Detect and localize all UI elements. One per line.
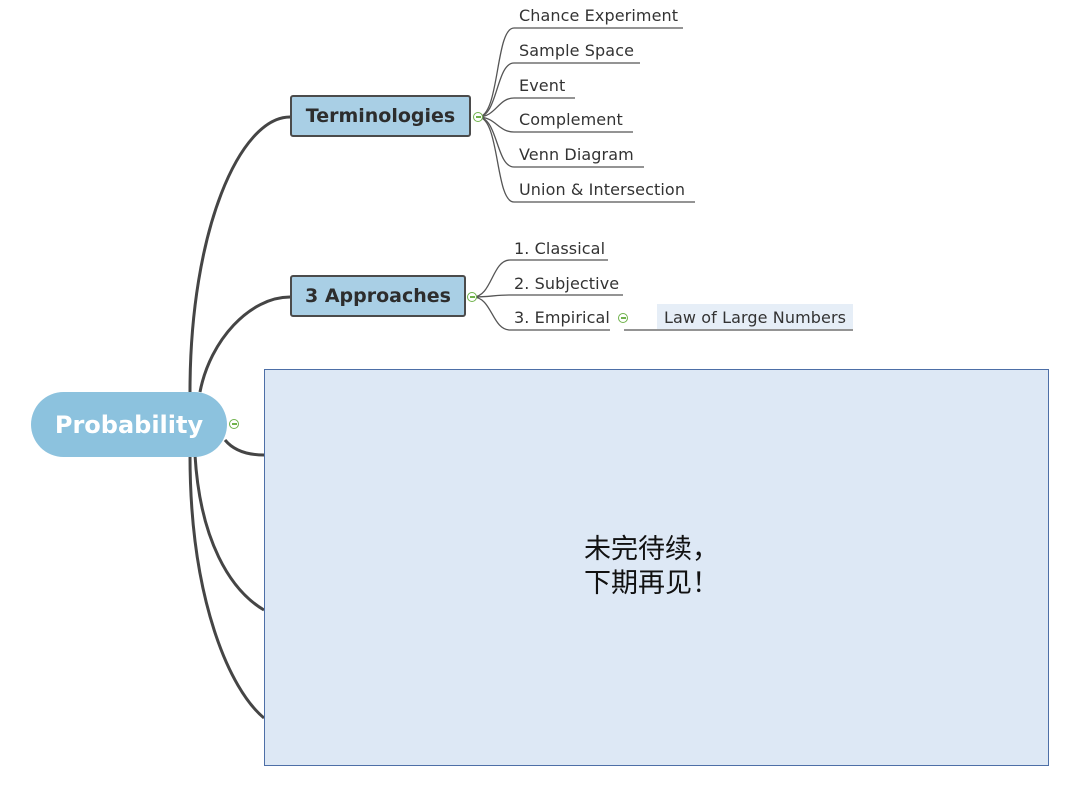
- branch-terminologies-label: Terminologies: [305, 105, 456, 127]
- leaf-subjective[interactable]: 2. Subjective: [514, 274, 620, 293]
- leaf-venn-diagram[interactable]: Venn Diagram: [519, 145, 634, 164]
- placeholder-text: 未完待续， 下期再见！: [584, 533, 719, 601]
- connector-root-approaches: [198, 295, 291, 393]
- connector-root-box2: [193, 454, 265, 612]
- leaf-classical[interactable]: 1. Classical: [514, 239, 606, 258]
- placeholder-box: [264, 369, 1049, 766]
- connector-root-terminologies: [188, 115, 291, 393]
- leaf-complement[interactable]: Complement: [519, 110, 623, 129]
- leaf-empirical[interactable]: 3. Empirical: [514, 308, 610, 327]
- collapse-empirical-icon[interactable]: [618, 313, 628, 323]
- collapse-approaches-icon[interactable]: [467, 292, 477, 302]
- branch-3-approaches[interactable]: 3 Approaches: [290, 275, 466, 317]
- central-topic-label: Probability: [54, 410, 204, 439]
- leaf-sample-space[interactable]: Sample Space: [519, 41, 635, 60]
- branch-terminologies[interactable]: Terminologies: [290, 95, 471, 137]
- central-topic-probability[interactable]: Probability: [31, 392, 227, 457]
- leaf-law-of-large-numbers[interactable]: Law of Large Numbers: [664, 308, 847, 327]
- branch-3-approaches-label: 3 Approaches: [305, 285, 451, 307]
- collapse-terminologies-icon[interactable]: [473, 112, 483, 122]
- placeholder-line-1: 未完待续，: [584, 534, 719, 565]
- leaf-event[interactable]: Event: [519, 76, 566, 95]
- leaf-union-intersection[interactable]: Union & Intersection: [519, 180, 686, 199]
- subtopic-highlight: [657, 304, 853, 329]
- leaf-chance-experiment[interactable]: Chance Experiment: [519, 6, 679, 25]
- placeholder-line-2: 下期再见！: [584, 568, 719, 599]
- collapse-root-icon[interactable]: [229, 419, 239, 429]
- connector-root-box3: [188, 454, 265, 720]
- connector-root-box1: [223, 438, 265, 457]
